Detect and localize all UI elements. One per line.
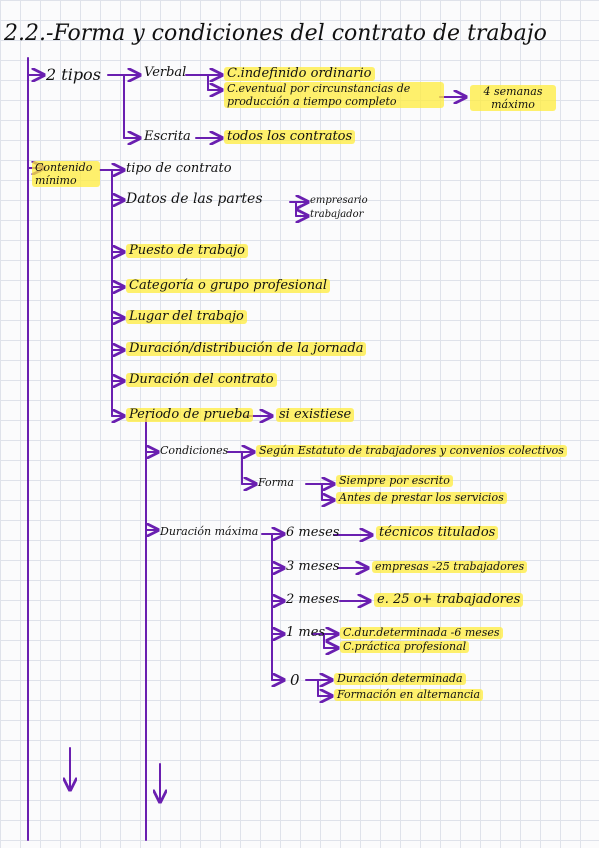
item-periodo: Periodo de prueba <box>126 407 254 423</box>
verbal-label: Verbal <box>144 65 187 80</box>
item-duracion-jornada: Duración/distribución de la jornada <box>126 341 367 357</box>
dur-row-1-value-b: C.práctica profesional <box>340 640 470 654</box>
dur-row-3-value: empresas -25 trabajadores <box>372 560 528 574</box>
dur-row-1-value-a: C.dur.determinada -6 meses <box>340 626 503 640</box>
dur-row-0-value-b: Formación en alternancia <box>334 688 484 702</box>
dur-row-0-value-a: Duración determinada <box>334 672 466 686</box>
dur-row-6-value: técnicos titulados <box>376 525 499 541</box>
dur-row-2-key: 2 meses <box>286 592 340 607</box>
datos-sub-empresario: empresario <box>310 195 368 206</box>
dur-row-0-key: 0 <box>290 671 300 689</box>
item-duracion-contrato: Duración del contrato <box>126 372 277 388</box>
duracion-maxima-label: Duración máxima <box>160 525 259 538</box>
forma-label: Forma <box>258 476 294 489</box>
dur-row-3-key: 3 meses <box>286 559 340 574</box>
tipos-label: 2 tipos <box>46 65 101 84</box>
contenido-label: Contenido mínimo <box>32 161 100 188</box>
item-datos: Datos de las partes <box>126 191 263 207</box>
item-categoria: Categoría o grupo profesional <box>126 278 330 294</box>
dur-row-1-key: 1 mes <box>286 625 326 640</box>
dur-row-6-key: 6 meses <box>286 525 340 540</box>
verbal-max: 4 semanas máximo <box>470 85 556 112</box>
periodo-sub: si existiese <box>276 407 355 423</box>
page-title: 2.2.-Forma y condiciones del contrato de… <box>4 21 547 46</box>
verbal-item-indefinido: C.indefinido ordinario <box>224 66 375 82</box>
item-puesto: Puesto de trabajo <box>126 243 248 259</box>
forma-item-escrito: Siempre por escrito <box>336 474 453 488</box>
item-tipo: tipo de contrato <box>126 161 232 176</box>
verbal-item-eventual: C.eventual por circunstancias de producc… <box>224 82 444 109</box>
condiciones-segun: Según Estatuto de trabajadores y conveni… <box>256 444 567 458</box>
forma-item-antes: Antes de prestar los servicios <box>336 491 507 505</box>
datos-sub-trabajador: trabajador <box>310 209 364 220</box>
condiciones-label: Condiciones <box>160 444 229 457</box>
item-lugar: Lugar del trabajo <box>126 309 247 325</box>
escrita-label: Escrita <box>144 129 191 144</box>
dur-row-2-value: e. 25 o+ trabajadores <box>374 592 524 608</box>
escrita-value: todos los contratos <box>224 129 356 145</box>
